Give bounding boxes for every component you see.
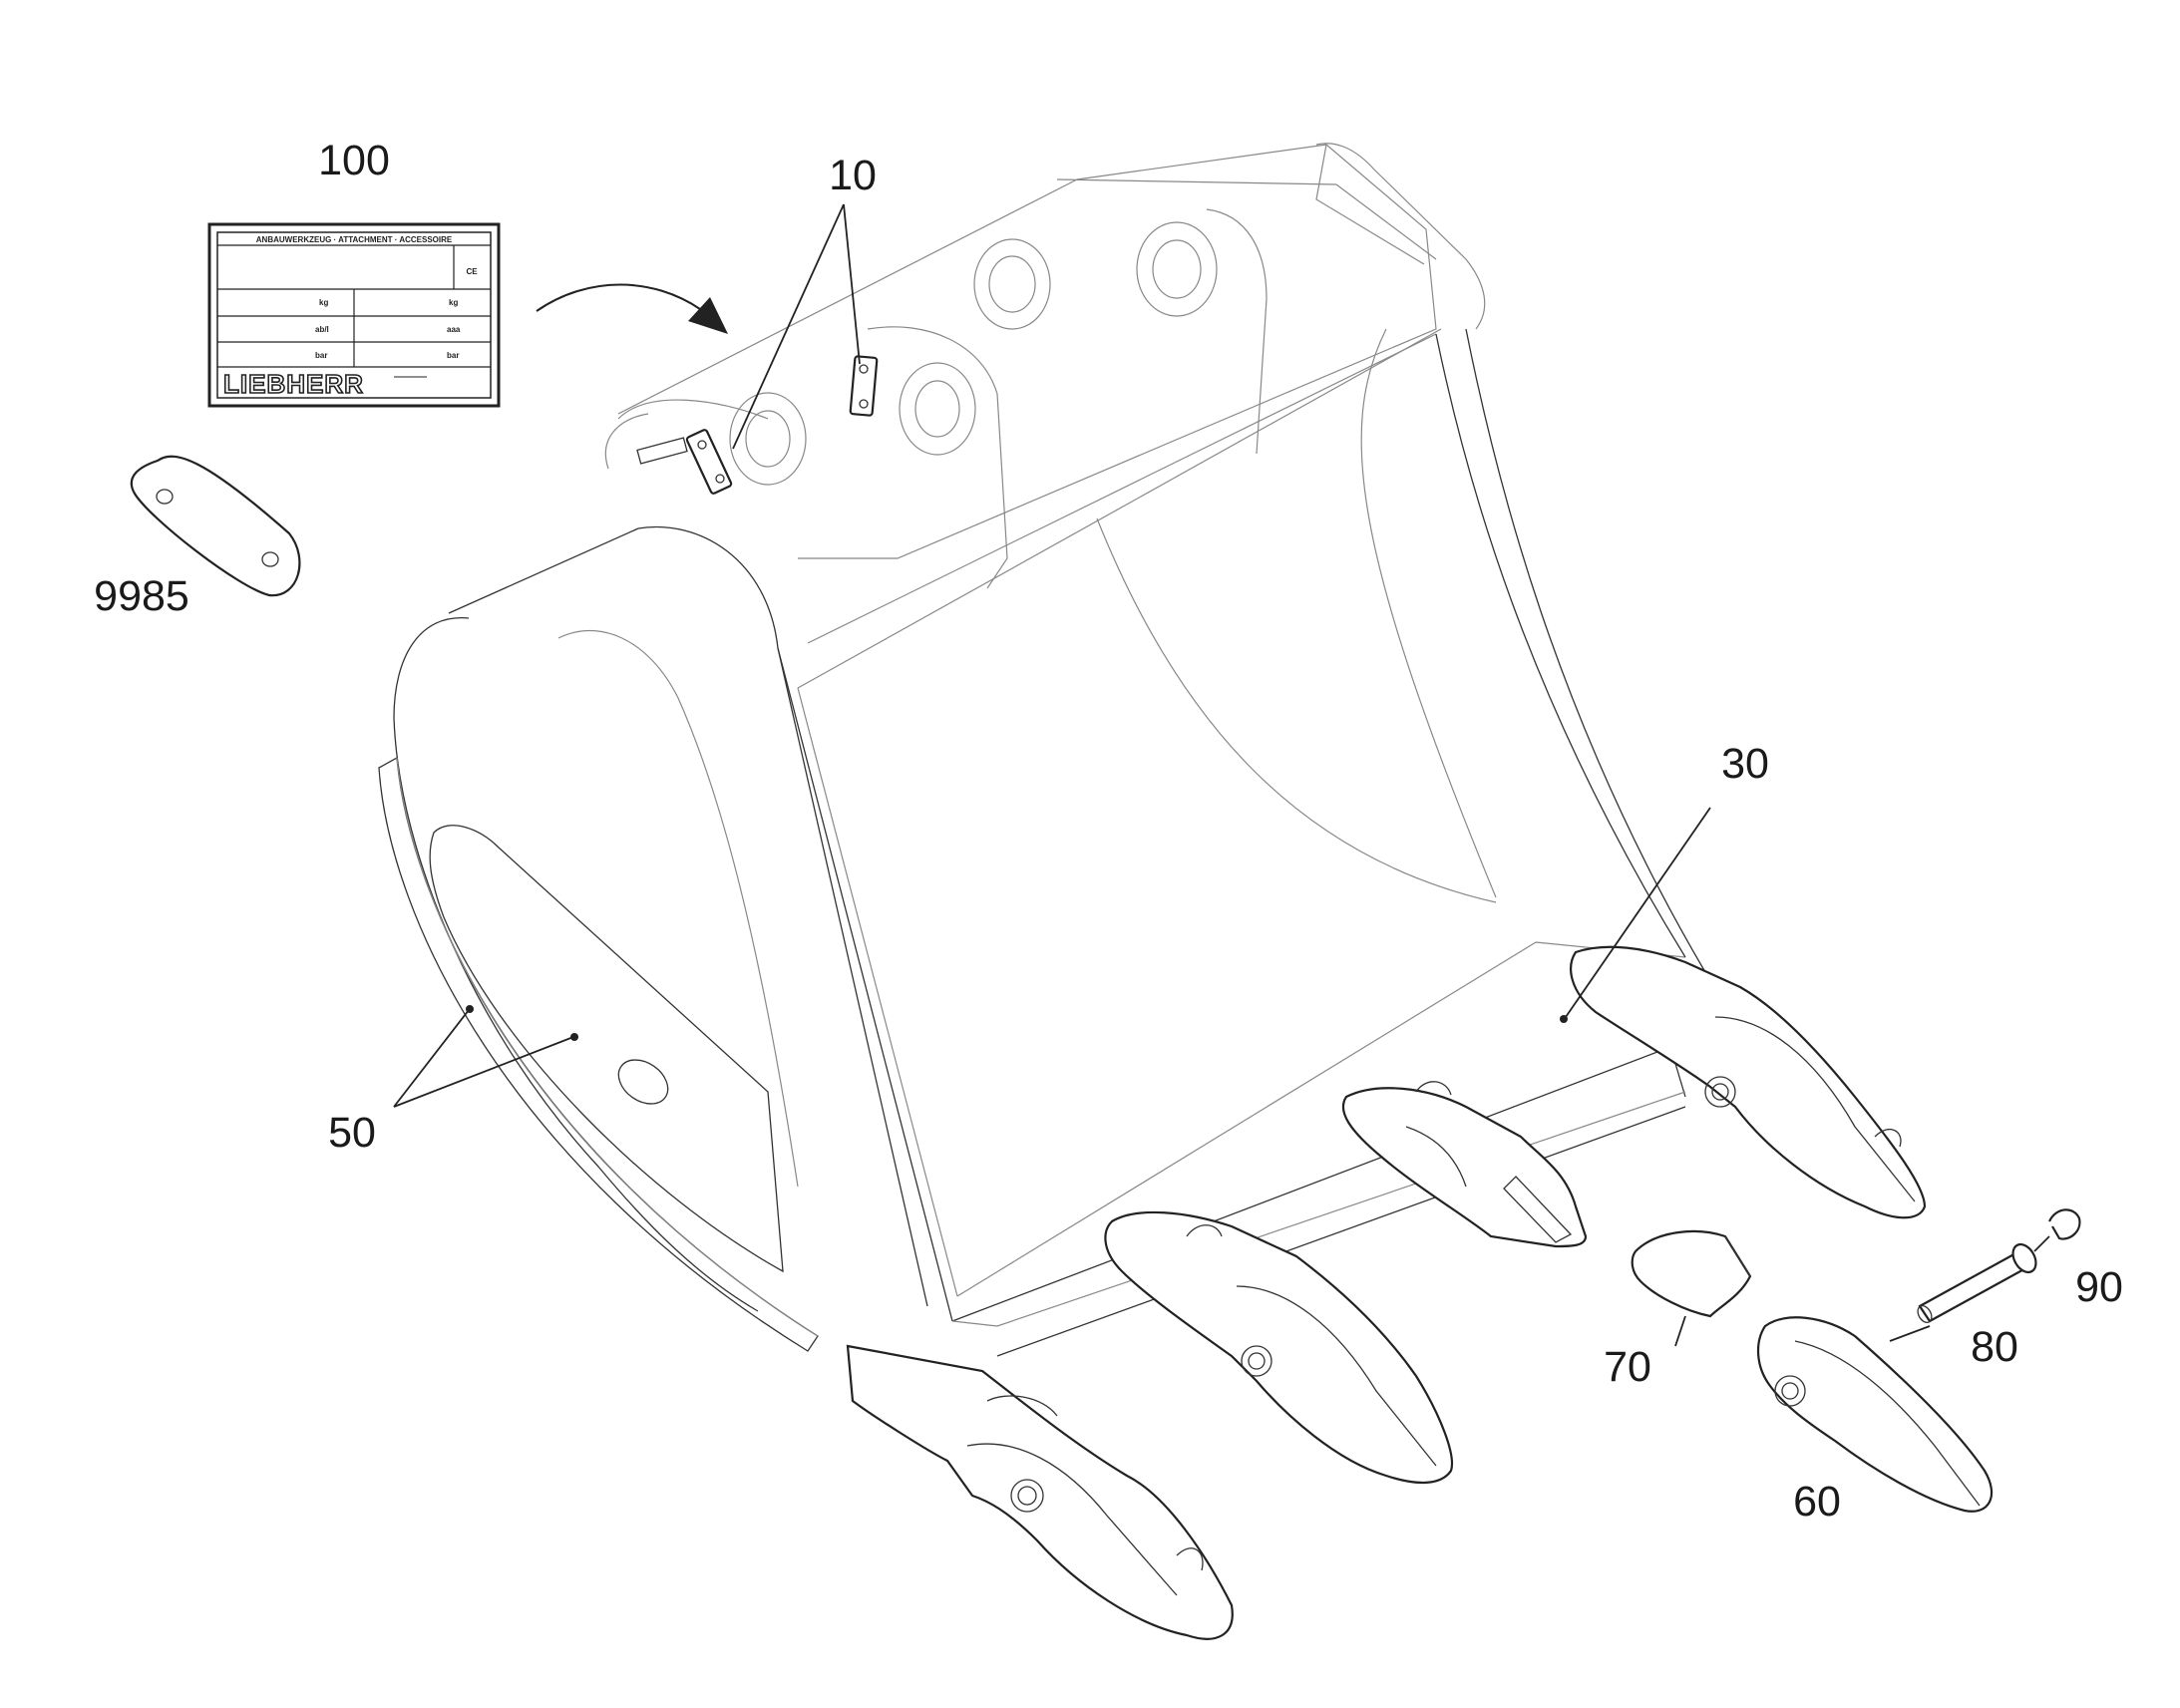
tooth-center-right-adapter [1341,1081,1588,1248]
plate-row1-left: kg [319,298,328,307]
pin-locks [636,355,879,495]
plate-row2-left: ab/l [315,325,329,334]
tooth-center-left [1104,1210,1453,1485]
tooth-left [846,1344,1234,1640]
callout-50: 50 [328,1109,376,1157]
type-plate-header: ANBAUWERKZEUG · ATTACHMENT · ACCESSOIRE [256,235,453,244]
callout-70: 70 [1604,1343,1651,1391]
callout-9985: 9985 [94,572,189,620]
callout-10: 10 [829,152,877,199]
callout-100: 100 [318,137,390,184]
tooth-cap-part [1631,1229,1752,1318]
plate-row1-right: kg [449,298,458,307]
lock-clip [2048,1208,2081,1240]
bucket-body [378,143,1706,1357]
callout-60: 60 [1793,1478,1841,1526]
washer-plate [130,455,301,597]
tooth-right [1570,945,1927,1219]
plate-row2-right: aaa [447,325,461,334]
leader-lines [393,203,2050,1347]
callout-90: 90 [2075,1263,2123,1311]
callout-80: 80 [1971,1323,2018,1371]
retaining-pin [1917,1242,2037,1324]
callout-30: 30 [1721,740,1769,788]
callout-labels: 100 10 9985 30 50 70 80 90 60 [94,137,2123,1526]
tooth-point-part [1756,1316,1994,1513]
type-plate: ANBAUWERKZEUG · ATTACHMENT · ACCESSOIRE … [207,222,501,408]
plate-row3-left: bar [315,351,327,360]
brand-logo: LIEBHERR [223,369,364,399]
mounting-arrow [536,283,728,334]
plate-row3-right: bar [447,351,459,360]
ce-mark: CE [466,267,478,276]
